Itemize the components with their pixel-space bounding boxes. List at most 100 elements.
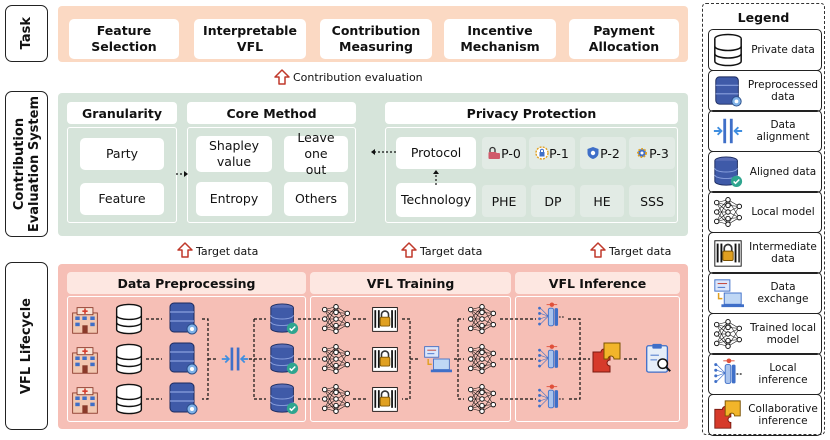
task-panel: Feature Selection Interpretable VFL Cont…: [58, 6, 688, 62]
method-entropy: Entropy: [196, 182, 272, 216]
intermediate-3-icon: [371, 386, 399, 413]
granularity-feature: Feature: [80, 183, 164, 215]
method-others: Others: [284, 182, 348, 216]
legend-item: Private data: [708, 29, 822, 71]
target-arrow-1-icon: [177, 242, 193, 258]
target-data-label-1: Target data: [196, 245, 259, 258]
p3-gear-icon: [637, 148, 648, 158]
preprocessed-data-icon: [711, 73, 745, 109]
trained-model-1-icon: [467, 304, 497, 334]
legend-label: Data alignment: [756, 119, 810, 143]
local-model-3-icon: [321, 384, 351, 414]
p0-label: P-0: [501, 145, 521, 161]
legend-item: Data alignment: [708, 110, 822, 152]
contribution-evaluation-label: Contribution evaluation: [293, 71, 423, 84]
preprocessed-2-icon: [169, 342, 198, 375]
local-inference-3-icon: [537, 383, 565, 409]
target-data-label-2: Target data: [420, 245, 483, 258]
protocol-label: Protocol: [396, 137, 476, 169]
intermediate-data-icon: [711, 235, 745, 271]
local-model-1-icon: [321, 304, 351, 334]
data-exchange-icon: [423, 345, 452, 373]
legend-item: Trained local model: [708, 312, 822, 355]
legend-label: Local inference: [758, 362, 808, 386]
tech-he: HE: [580, 185, 624, 217]
legend-label: Data exchange: [757, 281, 809, 305]
data-alignment-icon: [711, 113, 745, 149]
task-incentive-mechanism: Incentive Mechanism: [444, 19, 556, 59]
legend-item: Local model: [708, 191, 822, 233]
legend-label: Intermediate data: [749, 240, 817, 265]
private-data-3-icon: [115, 383, 143, 415]
local-model-icon: [711, 194, 745, 230]
legend-title: Legend: [737, 10, 790, 25]
method-shapley: Shapley value: [196, 136, 272, 172]
private-data-icon: [711, 32, 745, 68]
aligned-3-icon: [270, 383, 299, 415]
core-method-header: Core Method: [187, 102, 356, 124]
preprocessed-1-icon: [169, 302, 198, 335]
granularity-header: Granularity: [67, 102, 177, 124]
result-clipboard-icon: [645, 342, 672, 374]
p3-label: P-3: [649, 145, 669, 161]
tech-dp: DP: [531, 185, 575, 217]
ces-row-label: Contribution Evaluation System: [5, 91, 48, 237]
private-data-1-icon: [115, 303, 143, 335]
legend-label: Trained local model: [749, 321, 817, 346]
core-method-group: [187, 127, 356, 223]
target-data-label-3: Target data: [609, 245, 672, 258]
method-leave-one-out: Leave one out: [284, 130, 348, 177]
legend-item: Intermediate data: [708, 231, 822, 274]
lifecycle-flow: [71, 301, 672, 415]
target-arrow-3-icon: [590, 242, 606, 258]
task-contribution-measuring: Contribution Measuring: [320, 19, 432, 59]
granularity-party: Party: [80, 138, 164, 170]
local-inference-icon: [711, 356, 745, 392]
protocol-p0: P-0: [482, 137, 526, 169]
intermediate-1-icon: [371, 306, 399, 333]
legend-label: Preprocessed data: [747, 78, 819, 103]
aligned-1-icon: [270, 303, 299, 335]
tech-phe: PHE: [482, 185, 526, 217]
aligned-2-icon: [270, 343, 299, 375]
aligned-data-icon: [711, 154, 745, 190]
local-model-2-icon: [321, 344, 351, 374]
data-alignment-icon: [220, 346, 250, 372]
tech-sss: SSS: [629, 185, 675, 217]
legend-label: Private data: [751, 44, 815, 56]
data-exchange-icon: [711, 275, 745, 311]
local-inference-1-icon: [537, 301, 565, 327]
local-inference-2-icon: [537, 343, 565, 369]
legend-label: Collaborative inference: [748, 402, 818, 427]
contribution-arrow-icon: [274, 69, 290, 85]
protocol-p2: P-2: [580, 137, 626, 169]
task-payment-allocation: Payment Allocation: [569, 19, 679, 59]
preprocessing-header: Data Preprocessing: [67, 272, 306, 294]
legend-label: Local model: [751, 206, 815, 218]
legend-item: Aligned data: [708, 150, 822, 193]
p2-shield-icon: [587, 147, 599, 159]
p1-label: P-1: [549, 145, 569, 161]
trained-local-model-icon: [711, 316, 745, 352]
protocol-p1: P-1: [529, 137, 575, 169]
ces-row-text: Contribution Evaluation System: [11, 95, 42, 233]
legend-item: Data exchange: [708, 272, 822, 314]
trained-model-3-icon: [467, 384, 497, 414]
hospital-2-icon: [71, 346, 99, 375]
p0-lock-icon: [488, 146, 501, 159]
task-row-label: Task: [5, 5, 48, 62]
target-arrow-2-icon: [401, 242, 417, 258]
lifecycle-row-label: VFL Lifecycle: [5, 262, 48, 430]
inference-header: VFL Inference: [515, 272, 680, 294]
task-row-text: Task: [19, 17, 34, 50]
technology-to-protocol-arrow: [433, 170, 439, 185]
preprocessed-3-icon: [169, 382, 198, 415]
legend-item: Preprocessed data: [708, 69, 822, 112]
lifecycle-row-text: VFL Lifecycle: [19, 297, 34, 395]
intermediate-2-icon: [371, 346, 399, 373]
ces-panel: Granularity Core Method Privacy Protecti…: [58, 93, 688, 236]
task-interpretable-vfl: Interpretable VFL: [194, 19, 306, 59]
legend-label: Aligned data: [749, 165, 817, 178]
private-data-2-icon: [115, 343, 143, 375]
